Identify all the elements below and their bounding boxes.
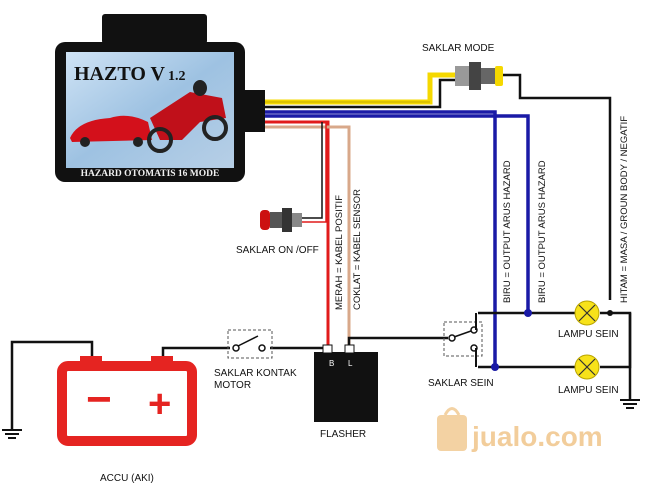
flasher-b-label: B (329, 359, 334, 368)
flasher-l-label: L (348, 359, 353, 368)
junction-dot (607, 310, 613, 316)
battery-plus: + (148, 382, 171, 426)
saklar-onoff-switch[interactable] (260, 208, 302, 232)
jualo-logo-icon (437, 407, 467, 451)
brown-wire (236, 125, 351, 345)
junction-dot (491, 363, 499, 371)
flasher-unit (314, 344, 378, 422)
saklar-kontak-switch[interactable] (227, 329, 273, 359)
saklar-onoff-label: SAKLAR ON /OFF (236, 245, 319, 256)
accu-battery (57, 356, 197, 446)
blue-wire-2 (243, 114, 530, 313)
yellow-wire (243, 72, 455, 105)
lampu-sein-label-1: LAMPU SEIN (558, 329, 619, 340)
lampu-sein-1 (574, 300, 600, 326)
saklar-kontak-label-2: MOTOR (214, 380, 251, 391)
saklar-mode-switch[interactable] (455, 62, 503, 90)
blue-wire-1 (243, 110, 497, 367)
ground-symbol-left (2, 429, 22, 439)
biru-label-2: BIRU = OUTPUT ARUS HAZARD (537, 160, 548, 303)
battery-minus: − (86, 375, 112, 424)
hazto-module (55, 14, 265, 182)
ground-symbol-right (620, 399, 640, 409)
saklar-sein-label: SAKLAR SEIN (428, 378, 494, 389)
saklar-sein-switch[interactable] (443, 313, 483, 367)
biru-label-1: BIRU = OUTPUT ARUS HAZARD (502, 160, 513, 303)
merah-label: MERAH = KABEL POSITIF (334, 195, 345, 310)
motorbike-image (150, 92, 226, 140)
black-mode-wire (498, 73, 612, 300)
coklat-label: COKLAT = KABEL SENSOR (352, 189, 363, 310)
lampu-sein-2 (574, 354, 600, 380)
flasher-label: FLASHER (320, 429, 366, 440)
module-subtitle: HAZARD OTOMATIS 16 MODE (81, 169, 220, 179)
module-title: HAZTO V (74, 63, 166, 85)
lampu-sein-label-2: LAMPU SEIN (558, 385, 619, 396)
ground-wire-battery (10, 340, 94, 430)
accu-label: ACCU (AKI) (100, 473, 154, 484)
junction-dot (524, 309, 532, 317)
watermark-text: jualo.com (471, 421, 603, 452)
saklar-kontak-label-1: SAKLAR KONTAK (214, 368, 297, 379)
saklar-mode-label: SAKLAR MODE (422, 43, 495, 54)
hitam-label: HITAM = MASA / GROUN BODY / NEGATIF (619, 116, 630, 303)
module-version: 1.2 (168, 69, 186, 84)
car-image (70, 115, 152, 142)
